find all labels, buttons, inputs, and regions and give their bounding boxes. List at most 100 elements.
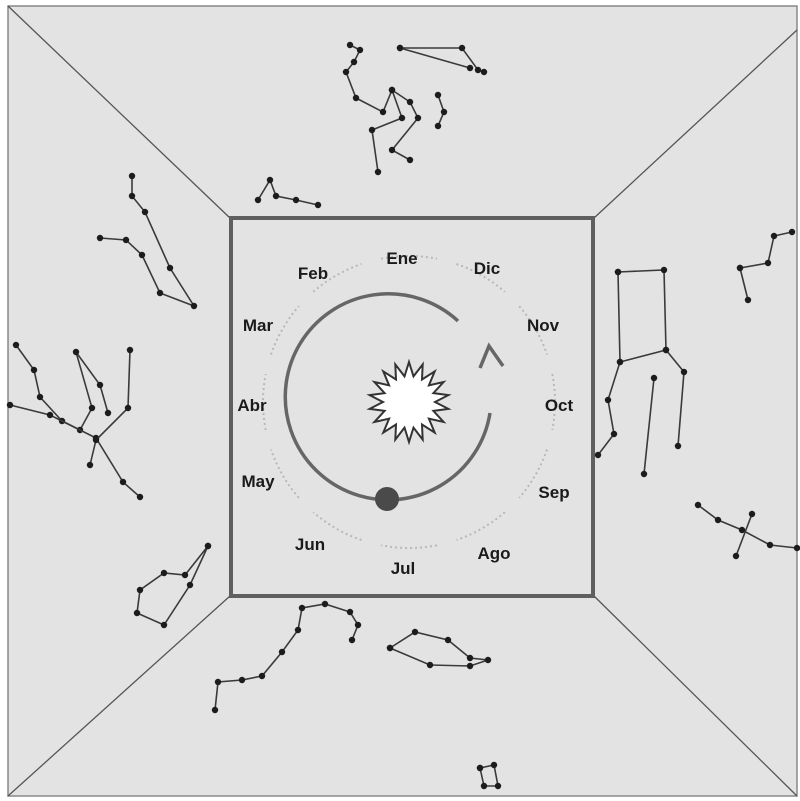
constellation-star (389, 147, 395, 153)
constellation-star (415, 115, 421, 121)
constellation-star (615, 269, 621, 275)
constellation-star (205, 543, 211, 549)
constellation-star (397, 45, 403, 51)
constellation-star (239, 677, 245, 683)
month-label-sep: Sep (538, 483, 569, 502)
constellation-star (794, 545, 800, 551)
constellation-star (481, 69, 487, 75)
constellation-star (491, 762, 497, 768)
constellation-star (295, 627, 301, 633)
month-label-feb: Feb (298, 264, 328, 283)
month-label-nov: Nov (527, 316, 560, 335)
constellation-star (299, 605, 305, 611)
constellation-star (695, 502, 701, 508)
constellation-star (399, 115, 405, 121)
month-label-abr: Abr (237, 396, 267, 415)
month-label-ago: Ago (477, 544, 510, 563)
constellation-star (139, 252, 145, 258)
constellation-star (745, 297, 751, 303)
constellation-star (445, 637, 451, 643)
constellation-star (435, 92, 441, 98)
constellation-star (47, 412, 53, 418)
constellation-star (611, 431, 617, 437)
constellation-star (279, 649, 285, 655)
constellation-star (142, 209, 148, 215)
constellation-star (182, 572, 188, 578)
constellation-star (771, 233, 777, 239)
constellation-star (407, 99, 413, 105)
constellation-star (259, 673, 265, 679)
constellation-star (215, 679, 221, 685)
constellation-star (127, 347, 133, 353)
constellation-star (733, 553, 739, 559)
constellation-star (167, 265, 173, 271)
constellation-star (617, 359, 623, 365)
constellation-star (293, 197, 299, 203)
constellation-star (605, 397, 611, 403)
constellation-star (389, 87, 395, 93)
constellation-star (347, 609, 353, 615)
constellation-star (93, 437, 99, 443)
constellation-star (495, 783, 501, 789)
constellation-star (13, 342, 19, 348)
constellation-star (641, 471, 647, 477)
constellation-star (31, 367, 37, 373)
constellation-star (467, 663, 473, 669)
constellation-star (651, 375, 657, 381)
constellation-star (380, 109, 386, 115)
month-label-mar: Mar (243, 316, 274, 335)
constellation-star (322, 601, 328, 607)
constellation-star (407, 157, 413, 163)
constellation-star (477, 765, 483, 771)
constellation-star (97, 382, 103, 388)
constellation-star (120, 479, 126, 485)
constellation-star (459, 45, 465, 51)
constellation-star (715, 517, 721, 523)
constellation-star (737, 265, 743, 271)
constellation-star (161, 622, 167, 628)
constellation-star (273, 193, 279, 199)
constellation-star (123, 237, 129, 243)
constellation-star (767, 542, 773, 548)
constellation-star (191, 303, 197, 309)
month-label-jul: Jul (391, 559, 416, 578)
constellation-star (467, 65, 473, 71)
constellation-star (7, 402, 13, 408)
constellation-star (412, 629, 418, 635)
constellation-star (661, 267, 667, 273)
constellation-star (435, 123, 441, 129)
constellation-star (137, 494, 143, 500)
constellation-star (427, 662, 433, 668)
constellation-star (369, 127, 375, 133)
constellation-star (467, 655, 473, 661)
constellation-star (267, 177, 273, 183)
constellation-star (789, 229, 795, 235)
planet-dot-icon (375, 487, 399, 511)
constellation-star (157, 290, 163, 296)
month-label-oct: Oct (545, 396, 574, 415)
constellation-star (73, 349, 79, 355)
constellation-star (105, 410, 111, 416)
constellation-star (137, 587, 143, 593)
constellation-star (187, 582, 193, 588)
constellation-star (749, 511, 755, 517)
constellation-star (441, 109, 447, 115)
constellation-star (89, 405, 95, 411)
month-label-dic: Dic (474, 259, 500, 278)
constellation-star (595, 452, 601, 458)
constellation-star (387, 645, 393, 651)
month-label-may: May (241, 472, 275, 491)
constellation-star (37, 394, 43, 400)
constellation-star (255, 197, 261, 203)
constellation-star (125, 405, 131, 411)
constellation-star (681, 369, 687, 375)
month-label-jun: Jun (295, 535, 325, 554)
constellation-star (347, 42, 353, 48)
constellation-star (343, 69, 349, 75)
constellation-star (212, 707, 218, 713)
month-label-ene: Ene (386, 249, 417, 268)
constellation-star (481, 783, 487, 789)
constellation-star (485, 657, 491, 663)
constellation-star (351, 59, 357, 65)
